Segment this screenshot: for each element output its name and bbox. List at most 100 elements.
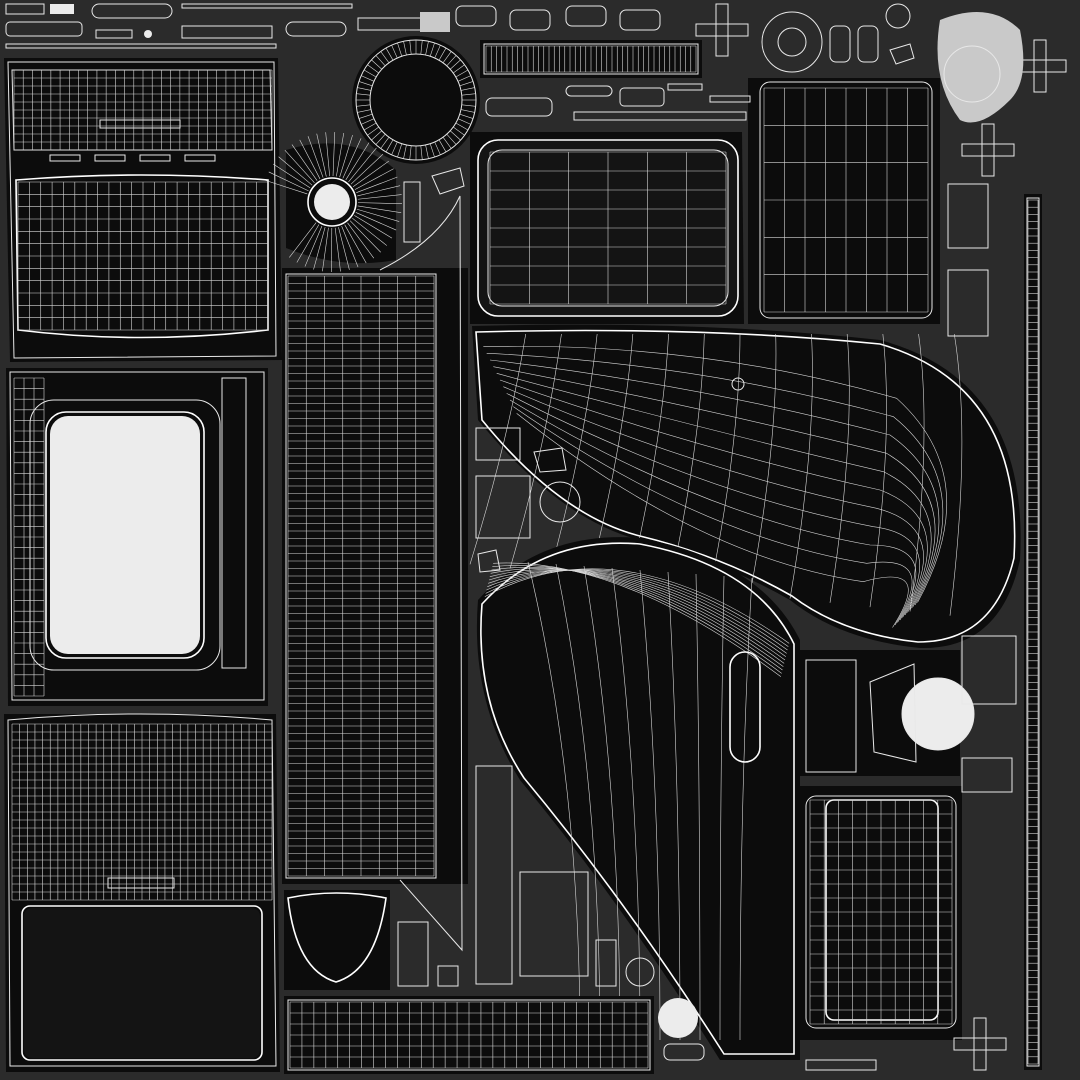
uv-edge — [909, 333, 925, 612]
uv-edge — [334, 227, 341, 272]
uv-edge — [291, 144, 318, 181]
uv-edge — [869, 333, 887, 608]
uv-edge — [455, 122, 469, 131]
uv-edge — [358, 113, 373, 119]
uv-cross-segment — [981, 123, 995, 177]
uv-island-fender-lower — [476, 537, 800, 1060]
uv-edge — [409, 40, 412, 55]
uv-edge — [457, 118, 471, 125]
uv-edge — [503, 386, 924, 618]
uv-edge — [316, 133, 327, 177]
uv-edge — [487, 569, 787, 654]
uv-edge — [358, 81, 373, 87]
uv-edge — [460, 87, 475, 91]
uv-edge — [789, 333, 813, 599]
uv-edge — [347, 222, 375, 259]
uv-edge — [296, 224, 320, 263]
uv-edge — [611, 567, 641, 1041]
uv-edge — [949, 333, 963, 616]
uv-edge — [403, 144, 407, 159]
uv-edge — [457, 75, 471, 82]
uv-edge — [336, 132, 345, 177]
uv-edge — [484, 568, 790, 644]
uv-edge — [459, 113, 474, 119]
uv-edge — [339, 135, 353, 178]
uv-edge — [489, 569, 785, 664]
uv-island-bottom-strip — [284, 996, 654, 1074]
uv-edge — [449, 59, 461, 70]
uv-edge — [493, 562, 782, 677]
uv-edge — [397, 42, 403, 57]
uv-edge — [354, 215, 393, 239]
uv-edge — [469, 333, 527, 565]
uv-edge — [397, 143, 403, 158]
uv-edge — [555, 563, 601, 1041]
uv-edge — [356, 93, 371, 96]
uv-edge — [461, 93, 476, 96]
uv-edge — [449, 130, 461, 141]
uv-edge — [325, 132, 330, 177]
uv-edge — [829, 333, 850, 603]
uv-cross-segment — [695, 23, 749, 37]
uv-edge — [509, 399, 917, 623]
uv-edge — [489, 359, 940, 608]
uv-edge — [361, 118, 375, 125]
uv-edge — [583, 565, 621, 1041]
uv-edge — [367, 64, 379, 74]
uv-edge — [499, 379, 928, 616]
uv-edge — [352, 217, 387, 246]
uv-cross-segment — [1033, 39, 1047, 93]
uv-edge — [442, 51, 452, 63]
uv-edge — [375, 133, 386, 145]
uv-edge — [719, 575, 725, 1041]
uv-edge — [332, 132, 336, 177]
uv-cross-segment — [973, 1017, 987, 1071]
uv-edge — [357, 202, 402, 204]
uv-edge — [461, 104, 476, 107]
uv-edge — [488, 570, 787, 657]
uv-edge — [289, 222, 317, 258]
uv-edge — [485, 569, 789, 647]
uv-edge — [391, 141, 398, 155]
uv-edge — [380, 137, 390, 149]
uv-edge — [749, 333, 777, 595]
uv-edge — [425, 41, 429, 56]
uv-edge — [425, 144, 429, 159]
uv-edge — [549, 333, 598, 573]
uv-island-windshield-panel — [470, 132, 744, 324]
uv-edge — [341, 226, 359, 268]
uv-edge — [490, 568, 784, 667]
uv-island-headlight-disc — [352, 36, 480, 164]
uv-edge — [491, 566, 783, 671]
uv-edge — [709, 333, 741, 591]
uv-edge — [453, 126, 465, 136]
uv-edge — [509, 333, 562, 569]
uv-island-small-parts — [5, 3, 1067, 1071]
uv-edge — [363, 69, 377, 78]
uv-edge — [385, 139, 394, 153]
uv-edge — [420, 40, 423, 55]
uv-edge — [367, 126, 379, 136]
uv-edge — [409, 145, 412, 160]
uv-edge — [349, 220, 381, 253]
uv-edge — [429, 143, 435, 158]
uv-edge — [363, 122, 377, 131]
uv-edge — [265, 180, 308, 195]
uv-edge — [446, 55, 457, 67]
uv-edge — [284, 150, 315, 183]
uv-edge — [486, 353, 944, 606]
uv-edge — [434, 141, 441, 155]
uv-edge — [459, 81, 474, 87]
uv-edge — [361, 75, 375, 82]
uv-edge — [350, 153, 384, 185]
uv-edge — [493, 366, 936, 611]
uv-edge — [527, 561, 581, 1041]
uv-edge — [371, 59, 383, 70]
uv-edge — [313, 226, 326, 270]
uv-island-fender-upper — [469, 324, 1021, 649]
uv-edge — [357, 109, 372, 113]
uv-edge — [438, 139, 447, 153]
uv-edge — [667, 571, 681, 1041]
uv-edge — [403, 41, 407, 56]
